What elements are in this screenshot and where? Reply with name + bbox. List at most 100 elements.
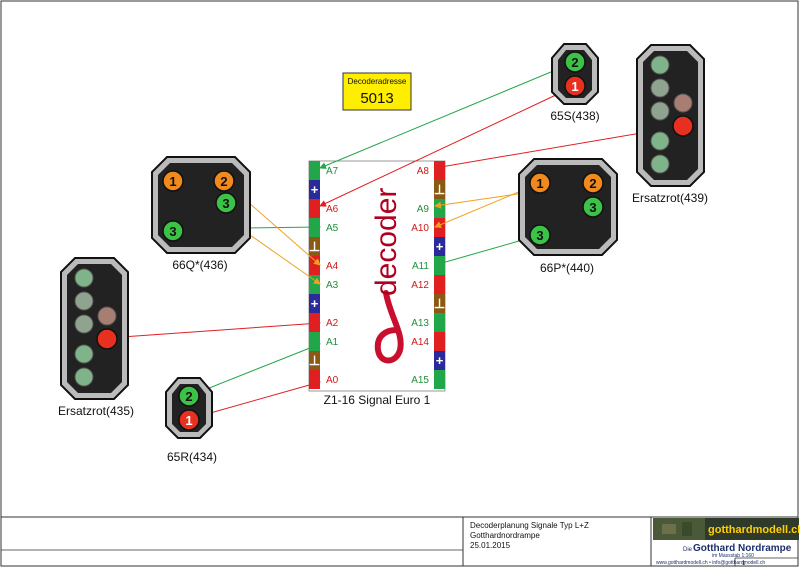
right-pin-5 — [434, 256, 445, 275]
left-pin-label: ⊥ — [309, 353, 320, 368]
lamp-unlit — [97, 306, 117, 326]
lamp-green — [178, 385, 200, 407]
lamp-green — [215, 192, 237, 214]
right-pin-2 — [434, 199, 445, 218]
brand-logo: gotthardmodell.ch Die Gotthard Nordrampe… — [653, 518, 800, 566]
lamp-orange — [162, 170, 184, 192]
left-pin-11 — [309, 370, 320, 389]
right-pin-label: + — [436, 353, 444, 368]
signal-65r: 2 1 65R(434) — [165, 377, 217, 464]
right-pin-label: ⊥ — [434, 296, 445, 311]
left-pin-4 — [309, 237, 320, 256]
brand-prefix: Die — [683, 547, 693, 553]
decoder-name: Z1-16 Signal Euro 1 — [324, 393, 431, 407]
signal-ersatzrot-439: Ersatzrot(439) — [632, 44, 708, 205]
lamp-unlit — [650, 131, 670, 151]
svg-text:3: 3 — [169, 224, 176, 239]
wires — [106, 61, 683, 420]
lamp-unlit — [650, 78, 670, 98]
right-pin-label: A14 — [411, 337, 429, 348]
left-pin-label: A0 — [326, 375, 339, 386]
lamp-green — [529, 224, 551, 246]
wire-65r-2-a1 — [188, 342, 321, 397]
right-pin-11 — [434, 370, 445, 389]
lamp-orange — [582, 172, 604, 194]
left-pin-1 — [309, 180, 320, 199]
svg-text:1: 1 — [169, 174, 176, 189]
right-pin-3 — [434, 218, 445, 237]
lamp-unlit — [650, 101, 670, 121]
right-pin-10 — [434, 351, 445, 370]
qdecoder-logo: decoder — [370, 188, 404, 364]
left-pin-label: A1 — [326, 337, 339, 348]
left-pin-9 — [309, 332, 320, 351]
left-pin-label: A5 — [326, 223, 339, 234]
decoder-address-box: Decoderadresse 5013 — [342, 72, 412, 111]
signal-label: 65S(438) — [550, 109, 599, 123]
svg-text:1: 1 — [536, 176, 543, 191]
svg-text:1: 1 — [571, 79, 578, 94]
right-pin-8 — [434, 313, 445, 332]
lamp-green — [564, 51, 586, 73]
right-pin-label: A10 — [411, 223, 429, 234]
lamp-red — [564, 75, 586, 97]
wire-ersatz435-a2 — [106, 319, 321, 339]
left-pin-10 — [309, 351, 320, 370]
lamp-unlit — [650, 154, 670, 174]
right-pin-label: A12 — [411, 280, 429, 291]
right-pin-label: A13 — [411, 318, 429, 329]
signal-label: Ersatzrot(439) — [632, 191, 708, 205]
svg-text:2: 2 — [571, 55, 578, 70]
left-pin-label: + — [311, 182, 319, 197]
left-pin-label: A2 — [326, 318, 339, 329]
right-pin-9 — [434, 332, 445, 351]
lamp-unlit — [650, 55, 670, 75]
left-pin-8 — [309, 313, 320, 332]
left-pin-5 — [309, 256, 320, 275]
signal-66q: 1 2 3 3 66Q*(436) — [151, 156, 251, 272]
lamp-red — [672, 115, 694, 137]
page-marker: 1 — [742, 561, 746, 567]
decoder-address-value: 5013 — [360, 90, 393, 107]
lamp-red — [178, 409, 200, 431]
svg-text:3: 3 — [536, 228, 543, 243]
right-pin-label: A15 — [411, 375, 429, 386]
qdecoder-logo-text: decoder — [370, 188, 403, 296]
decoder-address-label: Decoderadresse — [348, 77, 407, 86]
svg-text:1: 1 — [185, 413, 192, 428]
left-pin-0 — [309, 161, 320, 180]
right-pin-6 — [434, 275, 445, 294]
left-pin-2 — [309, 199, 320, 218]
title-line-3: 25.01.2015 — [470, 541, 511, 550]
right-pin-label: A11 — [412, 261, 429, 272]
right-pin-label: A8 — [417, 166, 430, 177]
left-pin-label: A7 — [326, 166, 339, 177]
left-pin-label: A6 — [326, 204, 339, 215]
svg-text:2: 2 — [185, 389, 192, 404]
brand-scale: im Massstab 1:160 — [712, 553, 754, 559]
svg-text:2: 2 — [220, 174, 227, 189]
svg-text:2: 2 — [589, 176, 596, 191]
left-pin-label: + — [311, 296, 319, 311]
signal-65s: 2 1 65S(438) — [550, 43, 600, 123]
lamp-unlit — [74, 291, 94, 311]
title-line-1: Decoderplanung Signale Typ L+Z — [470, 521, 589, 530]
title-line-2: Gotthardnordrampe — [470, 531, 540, 540]
left-pin-label: A4 — [326, 261, 339, 272]
lamp-orange — [529, 172, 551, 194]
brand-name: Gotthard Nordrampe — [693, 543, 792, 554]
svg-text:3: 3 — [589, 200, 596, 215]
signal-label: Ersatzrot(435) — [58, 404, 134, 418]
wire-65s-1-a6 — [319, 85, 576, 207]
signal-ersatzrot-435: Ersatzrot(435) — [58, 257, 134, 418]
title-block: Decoderplanung Signale Typ L+Z Gotthardn… — [470, 518, 800, 567]
lamp-unlit — [673, 93, 693, 113]
right-pin-7 — [434, 294, 445, 313]
brand-site: gotthardmodell.ch — [708, 524, 800, 536]
lamp-unlit — [74, 344, 94, 364]
lamp-unlit — [74, 367, 94, 387]
right-pin-0 — [434, 161, 445, 180]
